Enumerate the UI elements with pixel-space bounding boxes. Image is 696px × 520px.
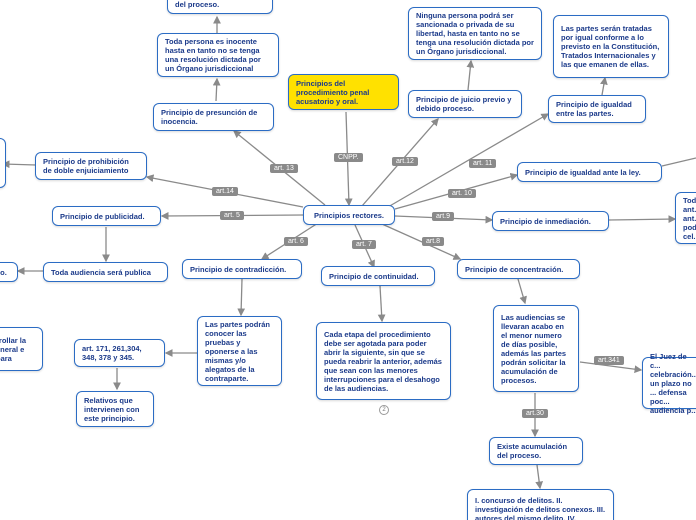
igualdad-ley-node[interactable]: Principio de igualdad ante la ley. bbox=[517, 162, 662, 182]
todas-right-text: Tod... ant... ant... pod... cel... bbox=[683, 195, 696, 241]
prohibicion-node[interactable]: Principio de prohibición de doble enjuic… bbox=[35, 152, 147, 180]
relativos-node[interactable]: Relativos que intervienen con este princ… bbox=[76, 391, 154, 427]
publicidad-text: Principio de publicidad. bbox=[60, 211, 145, 221]
top-cut-node[interactable]: del proceso. bbox=[167, 0, 273, 14]
concurso-node[interactable]: I. concurso de delitos. II. investigació… bbox=[467, 489, 614, 520]
edge-label-art13: art. 13 bbox=[270, 164, 298, 173]
inmediacion-text: Principio de inmediación. bbox=[500, 216, 591, 226]
igualdad-ley-text: Principio de igualdad ante la ley. bbox=[525, 167, 641, 177]
acumulacion-node[interactable]: Existe acumulación del proceso. bbox=[489, 437, 583, 465]
link-partes-conocer bbox=[237, 278, 246, 317]
toda-persona-text: Toda persona es inocente hasta en tanto … bbox=[165, 37, 261, 73]
edge-label-art12: art.12 bbox=[392, 157, 418, 166]
juicio-previo-node[interactable]: Principio de juicio previo y debido proc… bbox=[408, 90, 522, 118]
toda-audiencia-text: Toda audiencia será publica bbox=[51, 267, 151, 277]
edge-label-art9: art.9 bbox=[432, 212, 455, 221]
link-todas-right bbox=[608, 215, 677, 223]
partes-conocer-node[interactable]: Las partes podrán conocer las pruebas y … bbox=[197, 316, 282, 386]
central-topic-text: Principios rectores. bbox=[313, 210, 385, 220]
cnpp-text: Principios del procedimiento penal acusa… bbox=[296, 78, 370, 106]
prohibicion-left-node[interactable] bbox=[0, 138, 6, 188]
toda-audiencia-node[interactable]: Toda audiencia será publica bbox=[43, 262, 168, 282]
link-audiencias-llevaran bbox=[517, 278, 527, 305]
edge-label-art10: art. 10 bbox=[448, 189, 476, 198]
ninguna-persona-node[interactable]: Ninguna persona podrá ser sancionada o p… bbox=[408, 7, 542, 60]
cada-etapa-text: Cada etapa del procedimiento debe ser ag… bbox=[324, 329, 442, 393]
link-partes-tratadas bbox=[600, 76, 608, 96]
top-cut-text: del proceso. bbox=[175, 0, 220, 9]
link-ninguna-persona bbox=[466, 59, 475, 91]
link-igualdad-ley-out bbox=[661, 157, 696, 167]
inmediacion-node[interactable]: Principio de inmediación. bbox=[492, 211, 609, 231]
link-concentracion bbox=[381, 223, 462, 260]
publico-left-node[interactable]: lio. bbox=[0, 262, 18, 282]
concentracion-text: Principio de concentración. bbox=[465, 264, 564, 274]
arts-171-node[interactable]: art. 171, 261,304, 348, 378 y 345. bbox=[74, 339, 165, 367]
igualdad-partes-text: Principio de igualdad entre las partes. bbox=[556, 100, 632, 118]
concurso-text: I. concurso de delitos. II. investigació… bbox=[475, 495, 606, 520]
central-topic-node[interactable]: Principios rectores. bbox=[303, 205, 395, 225]
publicidad-node[interactable]: Principio de publicidad. bbox=[52, 206, 161, 226]
partes-tratadas-text: Las partes serán tratadas por igual conf… bbox=[561, 24, 660, 69]
edge-label-art8: art.8 bbox=[422, 237, 445, 246]
acumulacion-text: Existe acumulación del proceso. bbox=[497, 442, 568, 460]
prohibicion-text: Principio de prohibición de doble enjuic… bbox=[43, 157, 129, 175]
contradiccion-node[interactable]: Principio de contradicción. bbox=[182, 259, 302, 279]
ninguna-persona-text: Ninguna persona podrá ser sancionada o p… bbox=[416, 11, 534, 56]
link-prohibicion-left bbox=[1, 160, 37, 169]
presuncion-text: Principio de presunción de inocencia. bbox=[161, 108, 258, 126]
juez-right-node[interactable]: El Juez de c... celebración... un plazo … bbox=[642, 352, 696, 415]
juicio-previo-text: Principio de juicio previo y debido proc… bbox=[416, 95, 512, 113]
todas-right-node[interactable]: Tod... ant... ant... pod... cel... bbox=[675, 192, 696, 244]
cnpp-node[interactable]: Principios del procedimiento penal acusa… bbox=[288, 74, 399, 110]
edge-label-art14: art.14 bbox=[212, 187, 238, 196]
arts-171-text: art. 171, 261,304, 348, 378 y 345. bbox=[82, 344, 142, 362]
toda-persona-node[interactable]: Toda persona es inocente hasta en tanto … bbox=[157, 33, 279, 77]
desarrollar-left-text: rrollar la eneral e para bbox=[0, 335, 27, 363]
juez-right-text: El Juez de c... celebración... un plazo … bbox=[650, 351, 696, 415]
partes-conocer-text: Las partes podrán conocer las pruebas y … bbox=[205, 319, 271, 383]
link-toda-persona bbox=[212, 77, 221, 102]
audiencias-llevaran-node[interactable]: Las audiencias se llevaran acabo en el m… bbox=[493, 305, 579, 392]
edge-label-art7: art. 7 bbox=[352, 240, 376, 249]
publico-left-text: lio. bbox=[0, 267, 7, 277]
partes-tratadas-node[interactable]: Las partes serán tratadas por igual conf… bbox=[553, 15, 669, 78]
contradiccion-text: Principio de contradicción. bbox=[190, 264, 287, 274]
edge-label-art6: art. 6 bbox=[284, 237, 308, 246]
audiencias-llevaran-text: Las audiencias se llevaran acabo en el m… bbox=[501, 312, 567, 385]
continuidad-node[interactable]: Principio de continuidad. bbox=[321, 266, 435, 286]
link-juez-right bbox=[579, 361, 643, 374]
collapse-toggle-icon[interactable]: 2 bbox=[379, 405, 389, 415]
concentracion-node[interactable]: Principio de concentración. bbox=[457, 259, 580, 279]
link-cada-etapa bbox=[377, 285, 386, 323]
edge-label-cnpp: CNPP. bbox=[334, 153, 363, 162]
edge-label-art11: art. 11 bbox=[469, 159, 497, 168]
link-concurso bbox=[535, 464, 544, 490]
link-igualdad-partes bbox=[387, 113, 550, 208]
relativos-text: Relativos que intervienen con este princ… bbox=[84, 395, 140, 423]
desarrollar-left-node[interactable]: rrollar la eneral e para bbox=[0, 327, 43, 371]
edge-label-art341: art.341 bbox=[594, 356, 624, 365]
cada-etapa-node[interactable]: Cada etapa del procedimiento debe ser ag… bbox=[316, 322, 451, 400]
continuidad-text: Principio de continuidad. bbox=[329, 271, 419, 281]
edge-label-art5: art. 5 bbox=[220, 211, 244, 220]
edge-label-art30: art.30 bbox=[522, 409, 548, 418]
igualdad-partes-node[interactable]: Principio de igualdad entre las partes. bbox=[548, 95, 646, 123]
presuncion-node[interactable]: Principio de presunción de inocencia. bbox=[153, 103, 274, 131]
